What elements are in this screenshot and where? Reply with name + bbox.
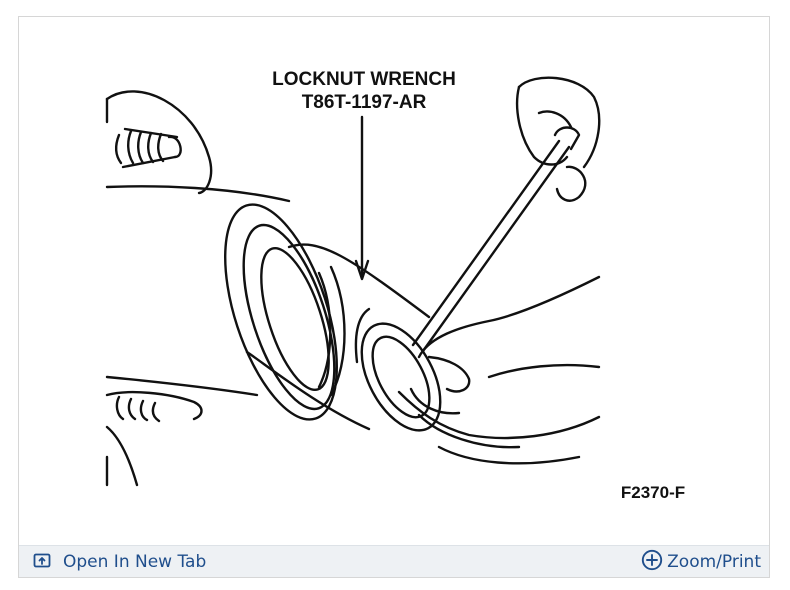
zoom-plus-icon: [641, 549, 663, 576]
technical-illustration: LOCKNUT WRENCH T86T-1197-AR F2370-F: [19, 17, 769, 545]
figure-id: F2370-F: [621, 483, 685, 502]
image-viewer-frame: LOCKNUT WRENCH T86T-1197-AR F2370-F Open…: [18, 16, 770, 578]
image-toolbar: Open In New Tab Zoom/Print: [19, 545, 769, 577]
callout-part-number: T86T-1197-AR: [302, 92, 427, 113]
locknut-wrench-drawing: LOCKNUT WRENCH T86T-1197-AR F2370-F: [105, 69, 685, 502]
callout-title: LOCKNUT WRENCH: [272, 69, 456, 90]
open-in-new-tab-button[interactable]: Open In New Tab: [33, 551, 206, 573]
zoom-print-button[interactable]: Zoom/Print: [641, 549, 761, 576]
zoom-print-label: Zoom/Print: [667, 552, 761, 572]
open-in-new-tab-icon: [33, 551, 51, 574]
open-in-new-tab-label: Open In New Tab: [63, 552, 207, 572]
